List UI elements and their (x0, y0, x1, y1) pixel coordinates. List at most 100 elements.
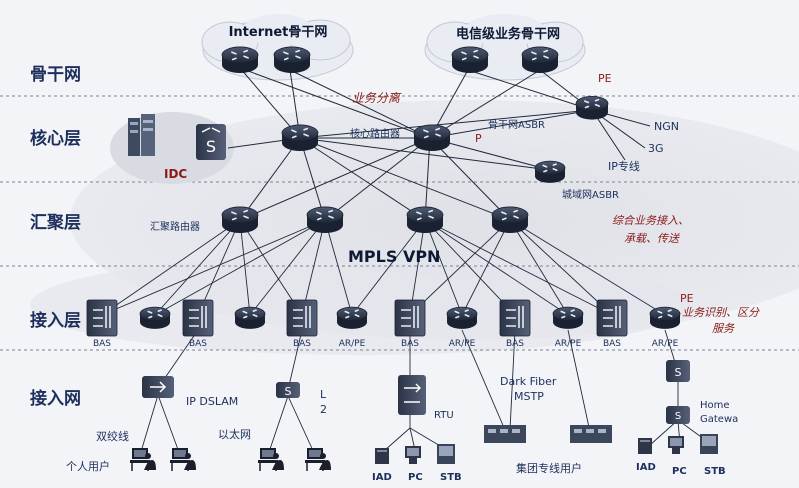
access-router-4 (234, 306, 266, 329)
backbone-asbr-label: 骨干网ASBR (488, 119, 545, 131)
internet-cloud-title: Internet骨干网 (229, 25, 328, 40)
ip-line-label: IP专线 (608, 159, 640, 173)
left-iad-icon (375, 448, 389, 464)
integrated-access-label: 综合业务接入、 (612, 214, 689, 227)
core-router-label: 核心路由器 (350, 127, 400, 140)
layer-label-aggregation: 汇聚层 (30, 213, 81, 233)
metro-asbr-router (534, 160, 566, 183)
access-router-12 (649, 306, 681, 329)
layer-label-core: 核心层 (30, 128, 81, 149)
iad-label-2: IAD (636, 462, 656, 473)
layer-separators (0, 95, 799, 351)
user-workstation-3 (258, 448, 284, 471)
layer-label-access-layer: 接入层 (30, 310, 81, 331)
right-stb-icon (700, 434, 718, 454)
ethernet-label: 以太网 (218, 428, 251, 441)
access-device-label: BAS (506, 339, 524, 349)
integrated-carry-label: 承载、传送 (624, 232, 680, 245)
pc-label-2: PC (672, 466, 687, 477)
access-router-2 (139, 306, 171, 329)
p-label: P (475, 132, 482, 145)
layer-label-access-network: 接入网 (30, 388, 81, 409)
svg-text:S: S (675, 366, 682, 379)
access-router-6 (336, 306, 368, 329)
pe-bottom-label: PE (680, 292, 694, 305)
right-pc-icon (668, 436, 684, 454)
backbone-asbr-router (575, 96, 609, 120)
3g-label: 3G (648, 142, 664, 155)
internet-router-2 (273, 46, 311, 74)
l2-label-letter: L (320, 388, 327, 401)
user-workstation-2 (170, 448, 196, 471)
core-router-1 (281, 124, 319, 152)
svg-text:S: S (206, 137, 216, 156)
user-icons (130, 434, 718, 471)
idc-switch-icon: S (196, 124, 226, 160)
bas-device-5 (286, 299, 318, 337)
svg-text:S: S (285, 385, 292, 398)
rtu-icon (398, 375, 426, 415)
agg-router-3 (406, 206, 444, 234)
access-device-label: BAS (293, 339, 311, 349)
access-router-10 (552, 306, 584, 329)
access-device-label: AR/PE (339, 339, 366, 349)
core-agg-links (239, 137, 511, 221)
left-stb-icon (437, 444, 455, 464)
telecom-router-2 (521, 46, 559, 74)
pc-label-1: PC (408, 472, 423, 483)
idc-label: IDC (164, 167, 187, 181)
individual-users-label: 个人用户 (66, 459, 110, 473)
telecom-router-1 (451, 46, 489, 74)
group-users-label: 集团专线用户 (516, 461, 582, 475)
bas-device-11 (596, 299, 628, 337)
access-device-labels: BAS BAS BAS AR/PE BAS AR/PE BAS AR/PE BAS AR/PE (93, 339, 679, 349)
routers (221, 46, 609, 234)
home-gateway-label-1: Home (700, 400, 730, 411)
home-gateway-switch-icon: S (666, 360, 690, 382)
mpls-vpn-label: MPLS VPN (348, 247, 440, 266)
l2-label-digit: 2 (320, 403, 327, 416)
user-workstation-1 (130, 448, 156, 471)
service-identify-label: 业务识别、区分 (682, 306, 760, 319)
telecom-cloud-title: 电信级业务骨干网 (456, 26, 560, 42)
svg-text:S: S (675, 411, 681, 422)
access-device-label: AR/PE (555, 339, 582, 349)
left-pc-icon (405, 446, 421, 464)
core-router-2 (413, 124, 451, 152)
bas-device-9 (499, 299, 531, 337)
bas-device-7 (394, 299, 426, 337)
metro-asbr-label: 城域网ASBR (562, 188, 619, 201)
right-iad-icon (638, 438, 652, 454)
agg-router-4 (491, 206, 529, 234)
stb-label-2: STB (704, 466, 726, 477)
idc-servers-icon (128, 114, 155, 156)
service-serve-label: 服务 (712, 322, 735, 335)
twisted-pair-label: 双绞线 (96, 429, 129, 443)
home-gateway-label-2: Gatewa (700, 414, 738, 425)
ngn-label: NGN (654, 120, 679, 133)
bas-device-1 (86, 299, 118, 337)
telecom-backbone-cloud (424, 14, 586, 81)
agg-access-links (101, 219, 666, 316)
user-workstation-4 (305, 448, 331, 471)
access-device-label: AR/PE (652, 339, 679, 349)
ip-dslam-icon (142, 376, 174, 398)
stb-label-1: STB (440, 472, 462, 483)
l2-switch-icon: S (276, 382, 300, 398)
home-gateway-icon: S (666, 406, 690, 424)
access-device-label: BAS (189, 339, 207, 349)
access-device-label: AR/PE (449, 339, 476, 349)
iad-label-1: IAD (372, 472, 392, 483)
dark-fiber-label: Dark Fiber (500, 375, 557, 388)
access-device-row (86, 299, 681, 337)
agg-router-2 (306, 206, 344, 234)
bas-device-3 (182, 299, 214, 337)
internet-backbone-cloud (201, 14, 354, 81)
agg-router-1 (221, 206, 259, 234)
access-device-label: BAS (603, 339, 621, 349)
access-device-label: BAS (93, 339, 111, 349)
agg-router-label: 汇聚路由器 (150, 220, 200, 233)
mstp-device-icon-1 (484, 425, 526, 443)
access-device-label: BAS (401, 339, 419, 349)
